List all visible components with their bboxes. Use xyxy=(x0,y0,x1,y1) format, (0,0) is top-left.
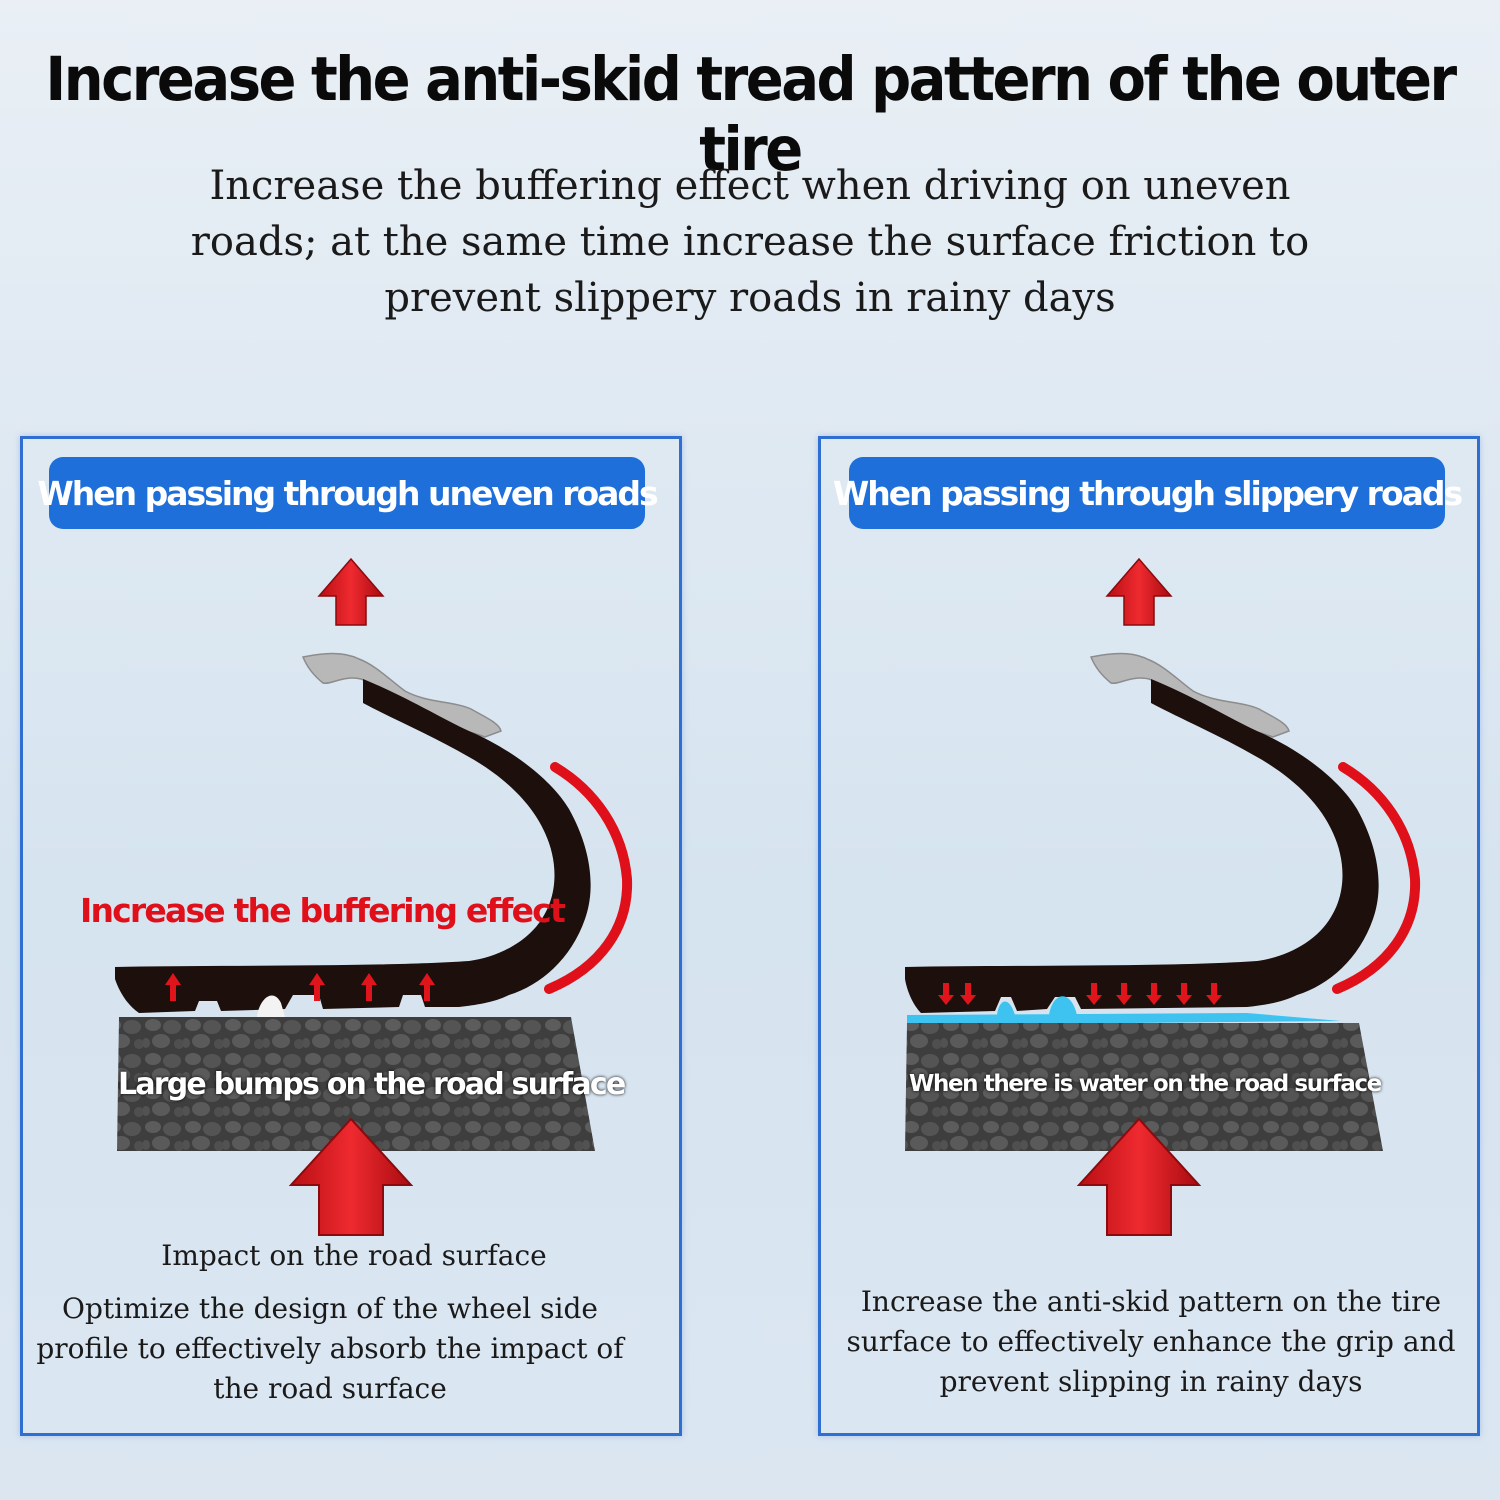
impact-label: Impact on the road surface xyxy=(161,1239,547,1272)
slippery-roads-header: When passing through slippery roads xyxy=(833,457,1463,529)
panel-description: Increase the anti-skid pattern on the ti… xyxy=(846,1285,1456,1398)
road-slab-icon xyxy=(117,1017,595,1151)
slippery-road-diagram xyxy=(905,557,1421,1236)
up-arrow-icon xyxy=(1105,557,1173,626)
page-subtitle: Increase the buffering effect when drivi… xyxy=(190,163,1310,321)
uneven-roads-panel: When passing through uneven roads xyxy=(20,436,682,1436)
tread-force-arrows xyxy=(165,973,435,1001)
tread-grip-arrows xyxy=(938,983,1222,1005)
panel-description: Optimize the design of the wheel side pr… xyxy=(36,1292,624,1405)
road-slab-icon xyxy=(905,1023,1383,1151)
slippery-roads-panel: When passing through slippery roads xyxy=(818,436,1480,1436)
rim-icon xyxy=(1089,652,1290,738)
impact-arrow-icon xyxy=(1076,1117,1202,1236)
page-title: Increase the anti-skid tread pattern of … xyxy=(45,44,1457,186)
up-arrow-icon xyxy=(317,557,385,626)
grip-highlight-arc xyxy=(1332,762,1421,994)
rim-icon xyxy=(301,652,502,738)
buffer-effect-label: Increase the buffering effect xyxy=(80,891,566,930)
tire-profile-icon xyxy=(115,679,591,1013)
tire-profile-icon xyxy=(905,679,1379,1013)
water-film-icon xyxy=(907,996,1341,1025)
road-surface-label: Large bumps on the road surface xyxy=(118,1067,626,1102)
impact-arrow-icon xyxy=(288,1117,414,1236)
road-surface-label: When there is water on the road surface xyxy=(909,1071,1382,1097)
uneven-roads-header: When passing through uneven roads xyxy=(37,457,659,529)
uneven-road-diagram xyxy=(115,557,633,1236)
buffer-highlight-arc xyxy=(544,762,633,994)
road-bump-icon xyxy=(257,995,285,1017)
